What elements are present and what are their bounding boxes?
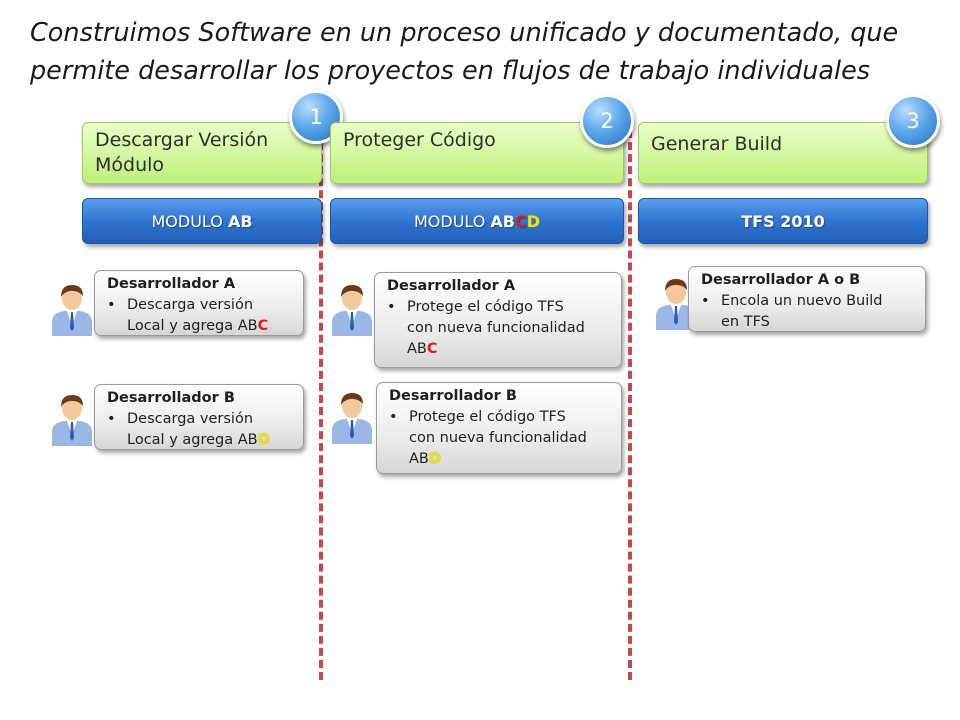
module-bold: AB (490, 212, 515, 231)
phase-proteger: Proteger Código (330, 122, 624, 184)
task-text-line-1: Descarga versión (127, 411, 254, 427)
task-card-dev-a-protege: Desarrollador A Protege el código TFS co… (374, 272, 622, 368)
task-header: Desarrollador B (389, 388, 517, 404)
task-card-dev-a-descarga: Desarrollador A Descarga versión Local y… (94, 270, 304, 336)
task-text-line-3: AB (409, 451, 429, 467)
column-divider-1 (319, 118, 323, 680)
task-text-line-2: en TFS (721, 314, 770, 330)
step-badge-3: 3 (886, 94, 940, 148)
highlight-letter: D (428, 451, 441, 467)
phase-descargar: Descargar Versión Módulo (82, 122, 322, 184)
user-icon (52, 285, 92, 336)
module-label: TFS 2010 (741, 212, 825, 231)
phase-label-line-1: Proteger Código (343, 129, 496, 151)
task-text-line-1: Encola un nuevo Build (721, 293, 883, 309)
task-text-line-1: Descarga versión (127, 297, 254, 313)
user-icon (332, 393, 372, 444)
step-badge-2: 2 (580, 94, 634, 148)
task-card-dev-b-protege: Desarrollador B Protege el código TFS co… (376, 382, 622, 474)
highlight-letter: C (257, 318, 269, 334)
task-header: Desarrollador B (107, 390, 235, 406)
task-bullet: Descarga versión Local y agrega ABD (107, 409, 293, 451)
title-line-2: permite desarrollar los proyectos en flu… (30, 56, 871, 86)
module-prefix: MODULO (151, 212, 228, 231)
column-divider-2 (628, 118, 632, 680)
task-header: Desarrollador A (107, 276, 236, 292)
highlight-letter: D (257, 432, 270, 448)
module-bar-tfs: TFS 2010 (638, 198, 928, 244)
module-bold: AB (227, 212, 253, 231)
task-text-line-1: Protege el código TFS (407, 299, 564, 315)
task-bullet: Protege el código TFS con nueva funciona… (389, 407, 611, 470)
task-bullet: Protege el código TFS con nueva funciona… (387, 297, 611, 360)
task-bullet: Descarga versión Local y agrega ABC (107, 295, 293, 337)
task-header: Desarrollador A (387, 278, 516, 294)
task-text-line-3: AB (407, 341, 427, 357)
user-icon (52, 395, 92, 446)
phase-label-line-1: Descargar Versión (95, 129, 269, 151)
module-bar-abcd: MODULO ABCD (330, 198, 624, 244)
title-line-1: Construimos Software en un proceso unifi… (30, 18, 899, 48)
task-text-line-1: Protege el código TFS (409, 409, 566, 425)
module-highlight-d: D (526, 212, 541, 231)
phase-label-line-2: Módulo (95, 154, 165, 176)
phase-generar-build: Generar Build (638, 122, 928, 184)
task-text-line-2: Local y agrega AB (127, 318, 258, 334)
user-icon (656, 279, 696, 330)
module-bar-ab: MODULO AB (82, 198, 322, 244)
task-text-line-2: con nueva funcionalidad (407, 320, 585, 336)
module-highlight-c: C (515, 212, 527, 231)
task-text-line-2: con nueva funcionalidad (409, 430, 587, 446)
slide-title: Construimos Software en un proceso unifi… (30, 14, 940, 90)
task-card-dev-b-descarga: Desarrollador B Descarga versión Local y… (94, 384, 304, 450)
phase-label-line-1: Generar Build (651, 133, 783, 155)
user-icon (332, 285, 372, 336)
task-card-dev-ab-build: Desarrollador A o B Encola un nuevo Buil… (688, 266, 926, 332)
module-prefix: MODULO (413, 212, 491, 231)
task-text-line-2: Local y agrega AB (127, 432, 258, 448)
task-header: Desarrollador A o B (701, 272, 861, 288)
task-bullet: Encola un nuevo Build en TFS (701, 291, 915, 333)
highlight-letter: C (426, 341, 438, 357)
